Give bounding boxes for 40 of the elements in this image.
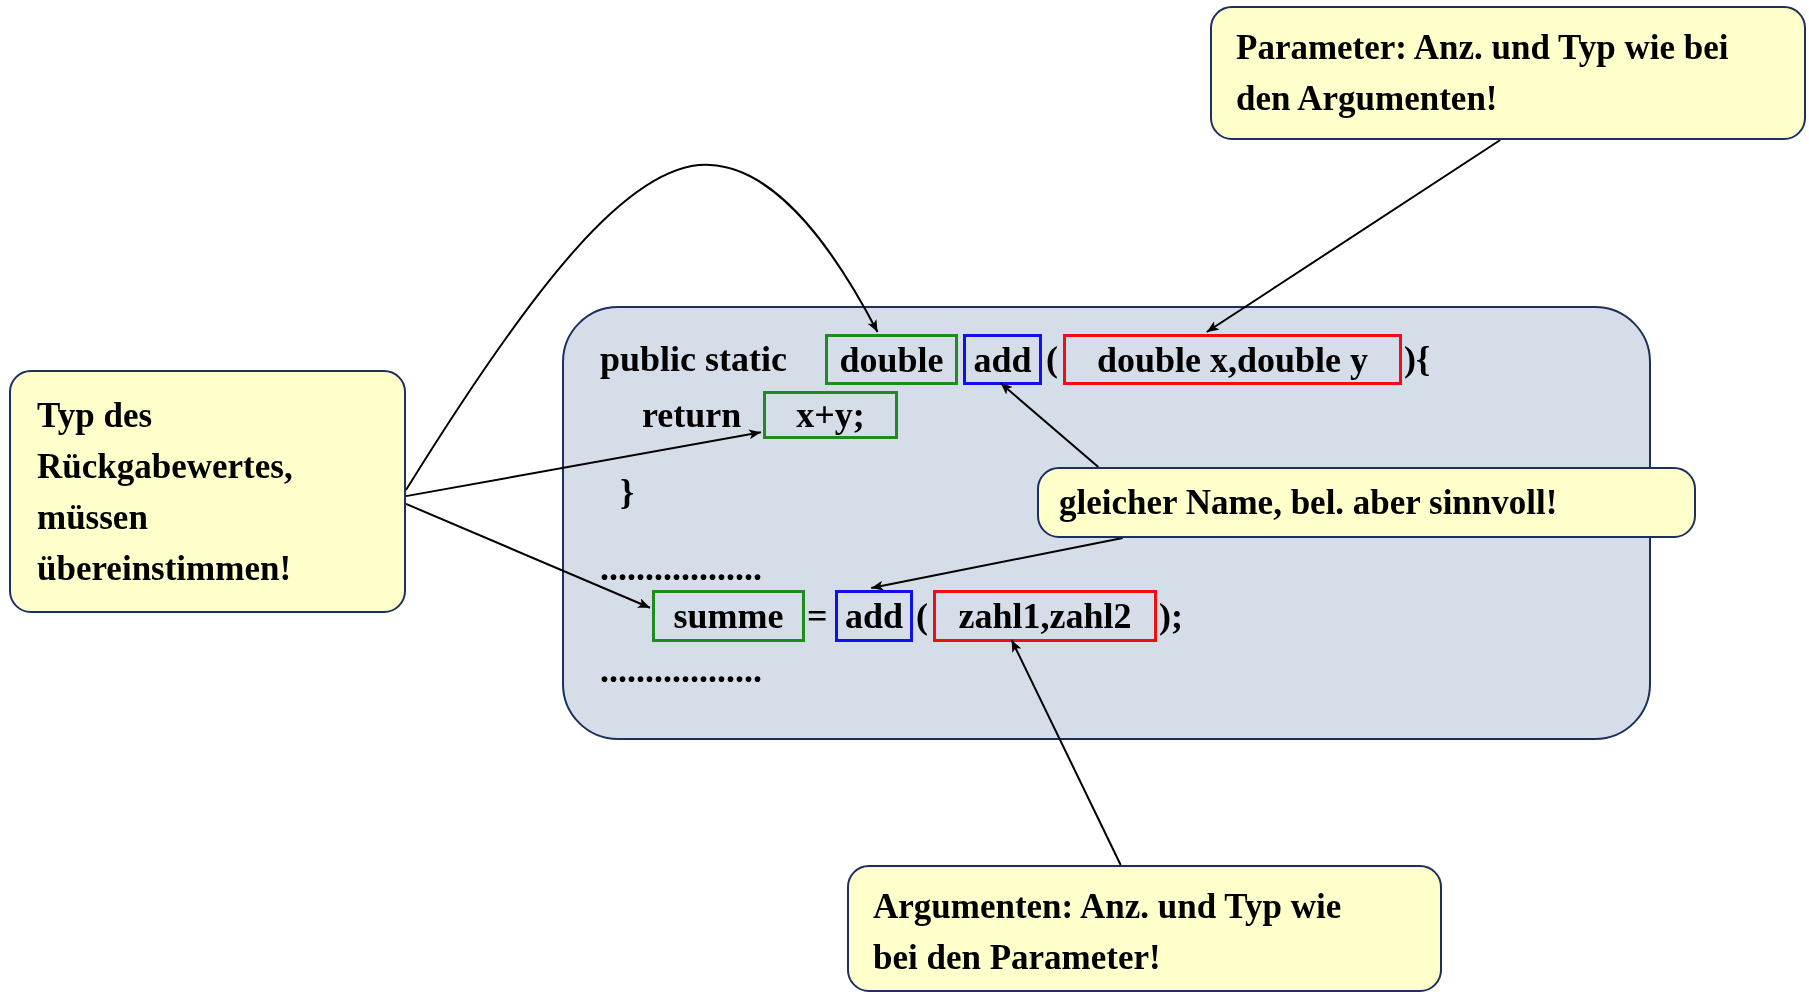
highlight-frame: [1063, 334, 1402, 385]
code-text: ){: [1404, 338, 1431, 381]
callout-text: Typ des Rückgabewertes, müssen übereinstimmen!: [37, 395, 294, 590]
code-text: (: [916, 595, 928, 638]
callout-text: Parameter: Anz. und Typ wie bei den Argumenten!: [1236, 27, 1730, 120]
arrow: [405, 164, 879, 492]
highlight-frame: [763, 391, 898, 439]
code-text: return: [642, 394, 742, 437]
code-text: double x,double y: [1096, 338, 1369, 381]
code-text: =: [807, 595, 828, 638]
highlight-frame: [652, 590, 805, 642]
highlight-frame: [963, 334, 1042, 385]
callout-box: [9, 370, 406, 613]
code-text: add: [844, 595, 903, 637]
callout-box: [847, 865, 1442, 992]
arrow: [1205, 139, 1502, 333]
highlight-frame: [933, 590, 1157, 642]
callout-box: [1210, 6, 1806, 140]
callout-box: [1037, 467, 1696, 538]
arrow: [405, 502, 651, 609]
code-panel: [562, 306, 1651, 740]
callout-text: gleicher Name, bel. aber sinnvoll!: [1059, 482, 1559, 524]
code-text: ..................: [600, 652, 762, 688]
arrow: [1010, 639, 1122, 866]
highlight-frame: [835, 590, 913, 642]
code-text: zahl1,zahl2: [958, 595, 1132, 637]
code-text: ..................: [600, 550, 762, 586]
code-text: add: [973, 338, 1032, 381]
code-text: double: [839, 338, 944, 381]
arrow: [870, 537, 1124, 591]
code-text: summe: [673, 595, 784, 637]
code-text: );: [1159, 595, 1183, 638]
arrow: [999, 382, 1100, 468]
callout-text: Argumenten: Anz. und Typ wie bei den Parameter!: [873, 886, 1343, 979]
arrow: [405, 429, 762, 498]
highlight-frame: [825, 334, 958, 385]
code-text: }: [620, 472, 635, 512]
code-text: x+y;: [796, 394, 865, 436]
code-text: public static: [600, 338, 787, 381]
code-text: (: [1046, 338, 1058, 381]
